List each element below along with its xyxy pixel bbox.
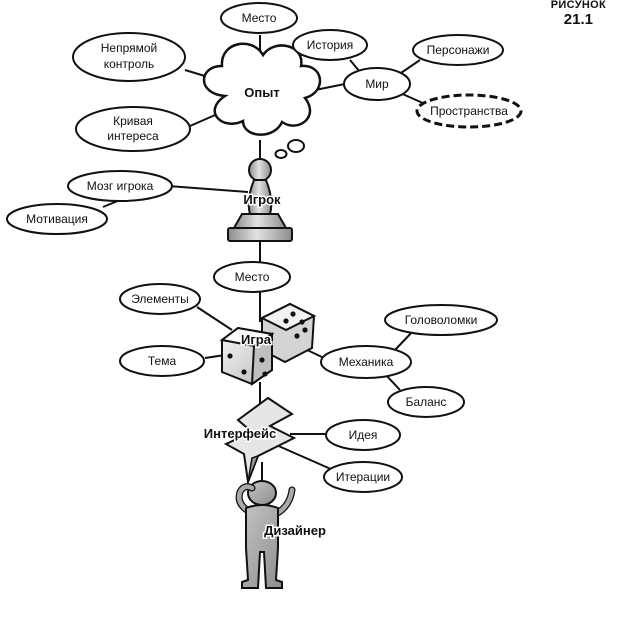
node-world: Мир [343, 67, 411, 101]
node-place-top: Место [220, 2, 298, 34]
node-spaces: Пространства [415, 93, 523, 129]
node-player-brain: Мозг игрока [67, 170, 173, 202]
node-puzzles-label: Головоломки [405, 313, 478, 327]
node-world-label: Мир [365, 77, 389, 91]
node-idea-label: Идея [349, 428, 378, 442]
node-story: История [292, 29, 368, 61]
figure-label: РИСУНОК 21.1 [551, 0, 606, 27]
cloud-icon [202, 42, 322, 159]
node-place-top-label: Место [242, 11, 277, 25]
hub-experience: Опыт [244, 85, 279, 100]
lightning-bolt-icon [223, 396, 297, 486]
hub-designer: Дизайнер [264, 523, 326, 538]
node-mechanics-label: Механика [339, 355, 394, 369]
node-interest-curve: Кривая интереса [75, 106, 191, 152]
pawn-icon [227, 158, 293, 242]
node-idea: Идея [325, 419, 401, 451]
node-elements-label: Элементы [131, 292, 189, 306]
node-spaces-label: Пространства [430, 104, 508, 118]
node-theme-label: Тема [148, 354, 177, 368]
edge-brain-player [167, 185, 249, 193]
dice-icon [219, 302, 317, 386]
designer-person-icon [235, 480, 296, 589]
node-characters: Персонажи [412, 34, 504, 66]
node-interest-curve-line2: интереса [107, 129, 159, 143]
node-player-brain-label: Мозг игрока [87, 179, 154, 193]
node-motivation: Мотивация [6, 203, 108, 235]
figure-caption: РИСУНОК [550, 0, 606, 11]
node-balance: Баланс [387, 386, 465, 418]
node-interest-curve-line1: Кривая [113, 114, 153, 128]
node-characters-label: Персонажи [427, 43, 490, 57]
node-puzzles: Головоломки [384, 304, 498, 336]
edge-interface-iterations [273, 443, 334, 471]
node-indirect-control-line1: Непрямой [101, 41, 158, 55]
node-indirect-control: Непрямой контроль [72, 32, 186, 82]
hub-game: Игра [241, 332, 272, 347]
node-indirect-control-line2: контроль [104, 57, 155, 71]
node-balance-label: Баланс [406, 395, 447, 409]
node-place-game: Место [213, 261, 291, 293]
node-elements: Элементы [119, 283, 201, 315]
node-story-label: История [307, 38, 354, 52]
hub-interface: Интерфейс [204, 426, 276, 441]
node-mechanics: Механика [320, 345, 412, 379]
node-iterations-label: Итерации [336, 470, 390, 484]
node-place-game-label: Место [235, 270, 270, 284]
node-theme: Тема [119, 345, 205, 377]
node-iterations: Итерации [323, 461, 403, 493]
figure-number: 21.1 [563, 10, 593, 28]
hub-player: Игрок [243, 192, 281, 207]
edge-elements-game [196, 306, 233, 331]
node-motivation-label: Мотивация [26, 212, 88, 226]
